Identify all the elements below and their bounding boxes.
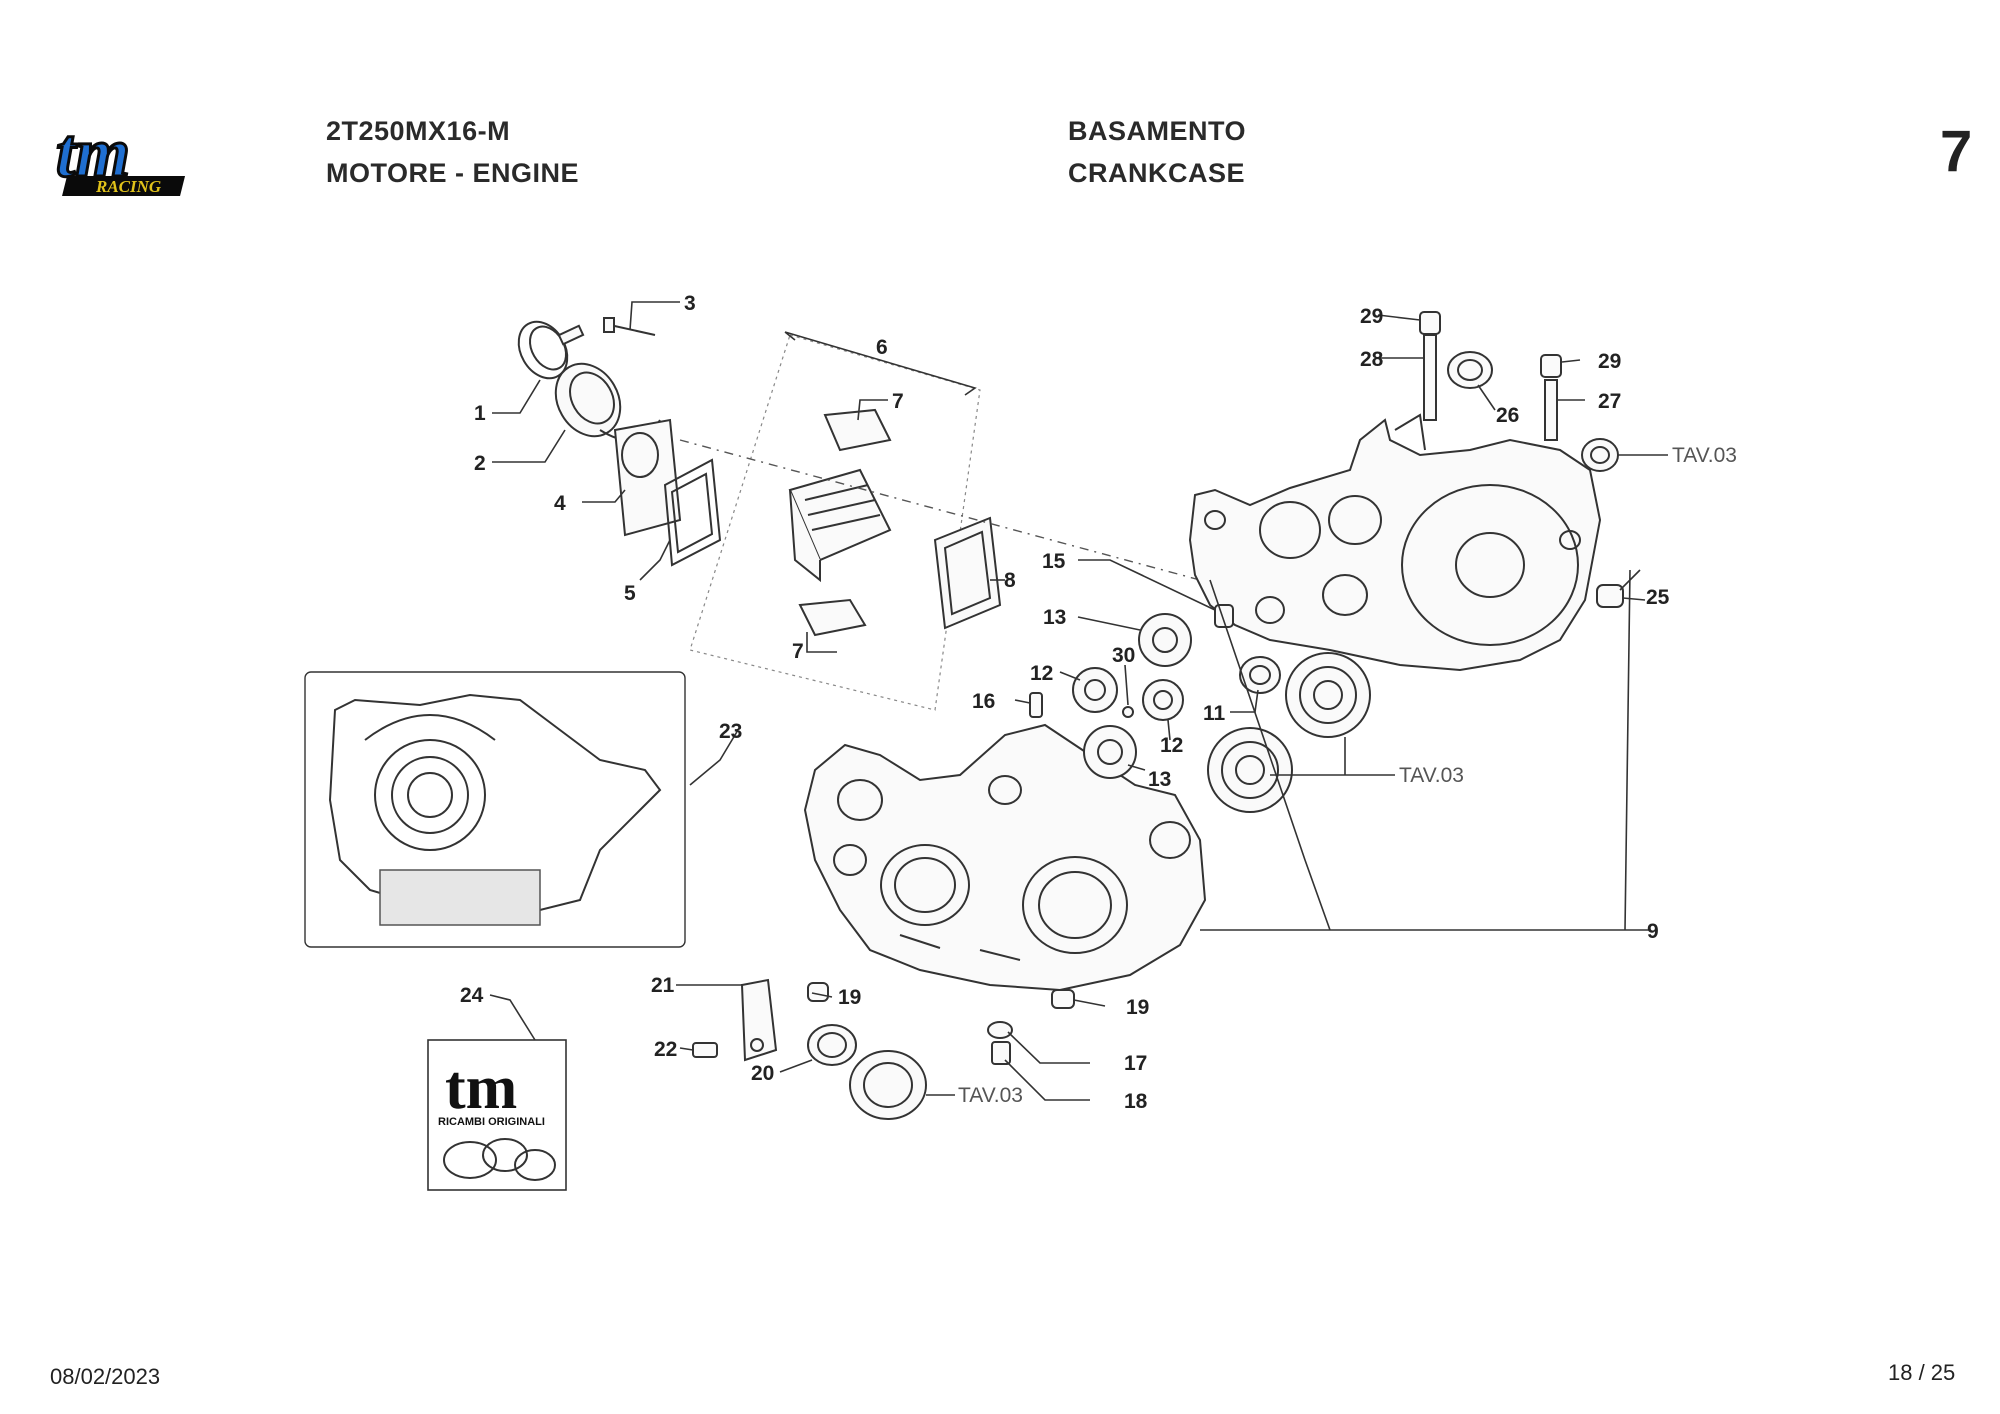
intake-parts — [517, 317, 1201, 711]
label-15: 15 — [1042, 550, 1066, 573]
label-19a: 19 — [838, 986, 861, 1009]
kit-caption: RICAMBI ORIGINALI — [438, 1116, 545, 1128]
print-date: 08/02/2023 — [50, 1364, 161, 1389]
ref-tav03-bottom: TAV.03 — [958, 1084, 1023, 1107]
ref-tav03-top: TAV.03 — [1672, 444, 1737, 467]
label-16: 16 — [972, 690, 995, 713]
kit-brand: tm — [445, 1054, 517, 1122]
label-2: 2 — [474, 452, 486, 475]
label-18: 18 — [1124, 1090, 1148, 1113]
label-12b: 12 — [1160, 734, 1183, 757]
label-21: 21 — [651, 974, 675, 997]
label-28: 28 — [1360, 348, 1384, 371]
label-29b: 29 — [1598, 350, 1621, 373]
label-19b: 19 — [1126, 996, 1149, 1019]
label-23: 23 — [719, 720, 742, 743]
leader-lines — [489, 301, 1668, 1101]
model-code: 2T250MX16-M — [326, 116, 511, 146]
ref-tav03-middle: TAV.03 — [1399, 764, 1464, 787]
label-13b: 13 — [1148, 768, 1171, 791]
label-7a: 7 — [892, 390, 904, 413]
label-17: 17 — [1124, 1052, 1147, 1075]
label-4: 4 — [554, 492, 566, 515]
label-7b: 7 — [792, 640, 804, 663]
label-1: 1 — [474, 402, 486, 425]
label-9: 9 — [1647, 920, 1659, 943]
seal-kit-bag: tm RICAMBI ORIGINALI — [427, 1039, 567, 1191]
bearings-and-seals — [692, 311, 1624, 1120]
label-26: 26 — [1496, 404, 1519, 427]
right-crankcase-half — [1188, 413, 1602, 672]
label-11: 11 — [1203, 702, 1226, 725]
label-30: 30 — [1112, 644, 1135, 667]
label-3: 3 — [684, 292, 696, 315]
label-25: 25 — [1646, 586, 1670, 609]
label-12a: 12 — [1030, 662, 1053, 685]
label-13a: 13 — [1043, 606, 1066, 629]
label-6: 6 — [876, 336, 888, 359]
group-title: MOTORE - ENGINE — [326, 158, 580, 188]
part-labels: 1 2 3 4 5 6 7 7 8 9 11 12 12 13 13 15 16… — [460, 292, 1737, 1113]
label-29a: 29 — [1360, 305, 1383, 328]
logo-sub: RACING — [95, 177, 162, 196]
label-5: 5 — [624, 582, 636, 605]
label-27: 27 — [1598, 390, 1621, 413]
title-italian: BASAMENTO — [1068, 116, 1247, 146]
label-8: 8 — [1004, 569, 1016, 592]
gasket-kit-box — [304, 671, 686, 948]
table-number: 7 — [1940, 119, 1973, 184]
label-20: 20 — [751, 1062, 774, 1085]
left-crankcase-half — [803, 723, 1207, 992]
tm-racing-logo: tm RACING — [55, 124, 186, 196]
page-counter: 18 / 25 — [1888, 1360, 1956, 1385]
label-24: 24 — [460, 984, 484, 1007]
title-english: CRANKCASE — [1068, 158, 1246, 188]
label-22: 22 — [654, 1038, 677, 1061]
